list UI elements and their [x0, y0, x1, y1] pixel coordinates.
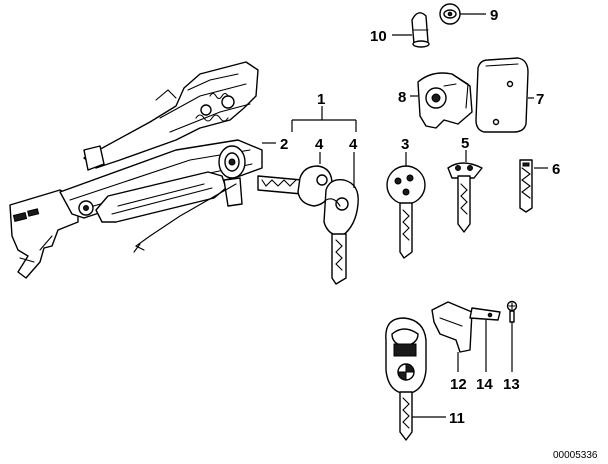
callout-6: 6 [552, 161, 560, 178]
screw-part-13 [506, 300, 518, 323]
callout-2: 2 [280, 136, 288, 153]
cover-plate-part-7 [475, 57, 529, 133]
cap-part-9 [439, 3, 461, 25]
callout-3: 3 [401, 136, 409, 153]
callout-4-left: 4 [315, 136, 324, 153]
callout-8: 8 [398, 89, 406, 106]
callout-9: 9 [490, 7, 498, 24]
key-set-4 [257, 165, 359, 285]
bracket-part-12 [431, 301, 473, 353]
callout-11: 11 [449, 410, 465, 427]
callout-4-right: 4 [349, 136, 358, 153]
key-part-6 [519, 159, 533, 213]
callout-14: 14 [476, 376, 493, 393]
document-id: 00005336 [553, 450, 598, 461]
callout-10: 10 [370, 28, 387, 45]
key-part-3 [386, 165, 426, 259]
callout-13: 13 [503, 376, 520, 393]
callout-12: 12 [450, 376, 467, 393]
door-handle-assembly [9, 61, 263, 279]
callout-1: 1 [317, 91, 325, 108]
leader-lines [262, 13, 548, 418]
bmw-key-part-11 [385, 317, 427, 441]
callout-7: 7 [536, 91, 544, 108]
key-part-5 [447, 162, 483, 233]
callout-labels: 1 2 4 4 3 5 6 7 8 9 10 11 12 14 13 [280, 7, 560, 427]
callout-5: 5 [461, 135, 469, 152]
plate-part-14 [469, 307, 501, 321]
lock-housing-part-8 [417, 72, 473, 129]
pin-part-10 [411, 12, 430, 48]
